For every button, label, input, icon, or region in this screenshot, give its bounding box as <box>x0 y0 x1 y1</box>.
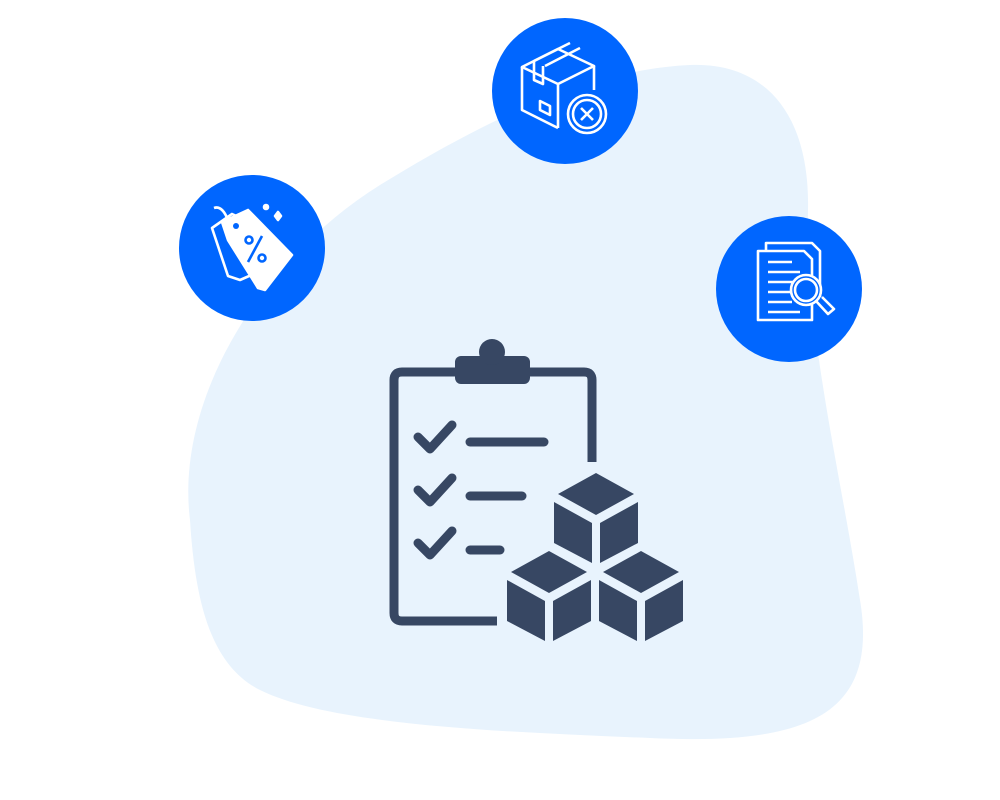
discount-tag-icon <box>210 203 294 292</box>
background-blob <box>188 64 864 740</box>
discount-tag-badge <box>179 175 325 321</box>
document-search-icon <box>756 241 836 322</box>
clipboard-checklist-boxes-icon <box>389 339 683 641</box>
document-search-badge <box>716 216 862 362</box>
box-cancel-badge <box>492 18 638 164</box>
box-cancel-icon <box>520 41 608 135</box>
